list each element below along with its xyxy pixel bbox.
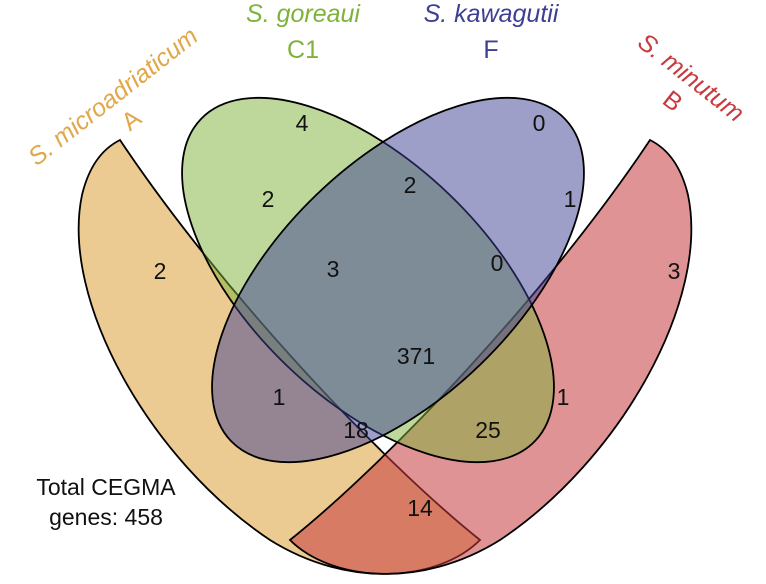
set-f-title: S. kawagutii F xyxy=(424,0,560,64)
region-all: 371 xyxy=(397,343,435,369)
set-c1-code: C1 xyxy=(287,36,319,64)
total-line-2: genes: 458 xyxy=(49,504,163,530)
total-genes-caption: Total CEGMA genes: 458 xyxy=(6,472,206,532)
set-b-title: S. minutum B xyxy=(632,28,749,128)
region-c1-f-b: 0 xyxy=(491,250,504,276)
set-f-name: S. kawagutii xyxy=(424,0,560,28)
region-labels: 2 4 0 3 2 2 1 3 0 371 1 1 18 25 14 xyxy=(154,110,681,521)
region-a-c1: 2 xyxy=(262,186,275,212)
region-a-b: 14 xyxy=(407,495,433,521)
set-a-code: A xyxy=(116,104,147,137)
region-c1-only: 4 xyxy=(296,110,309,136)
set-b-name: S. minutum xyxy=(632,28,749,128)
region-f-only: 0 xyxy=(533,110,546,136)
region-c1-f: 2 xyxy=(404,172,417,198)
region-a-c1-f: 3 xyxy=(327,256,340,282)
region-b-only: 3 xyxy=(668,258,681,284)
ellipses xyxy=(77,96,693,575)
set-c1-title: S. goreaui C1 xyxy=(246,0,361,64)
set-f-ellipse xyxy=(211,96,585,464)
region-f-b: 1 xyxy=(564,186,577,212)
set-c1-name: S. goreaui xyxy=(246,0,361,28)
region-a-c1-b: 25 xyxy=(475,417,501,443)
region-a-f: 1 xyxy=(273,384,286,410)
region-c1-b: 1 xyxy=(557,384,570,410)
region-a-f-b: 18 xyxy=(343,417,369,443)
set-b-code: B xyxy=(657,85,687,117)
region-a-only: 2 xyxy=(154,258,167,284)
total-line-1: Total CEGMA xyxy=(36,474,176,500)
set-f-code: F xyxy=(483,36,498,64)
